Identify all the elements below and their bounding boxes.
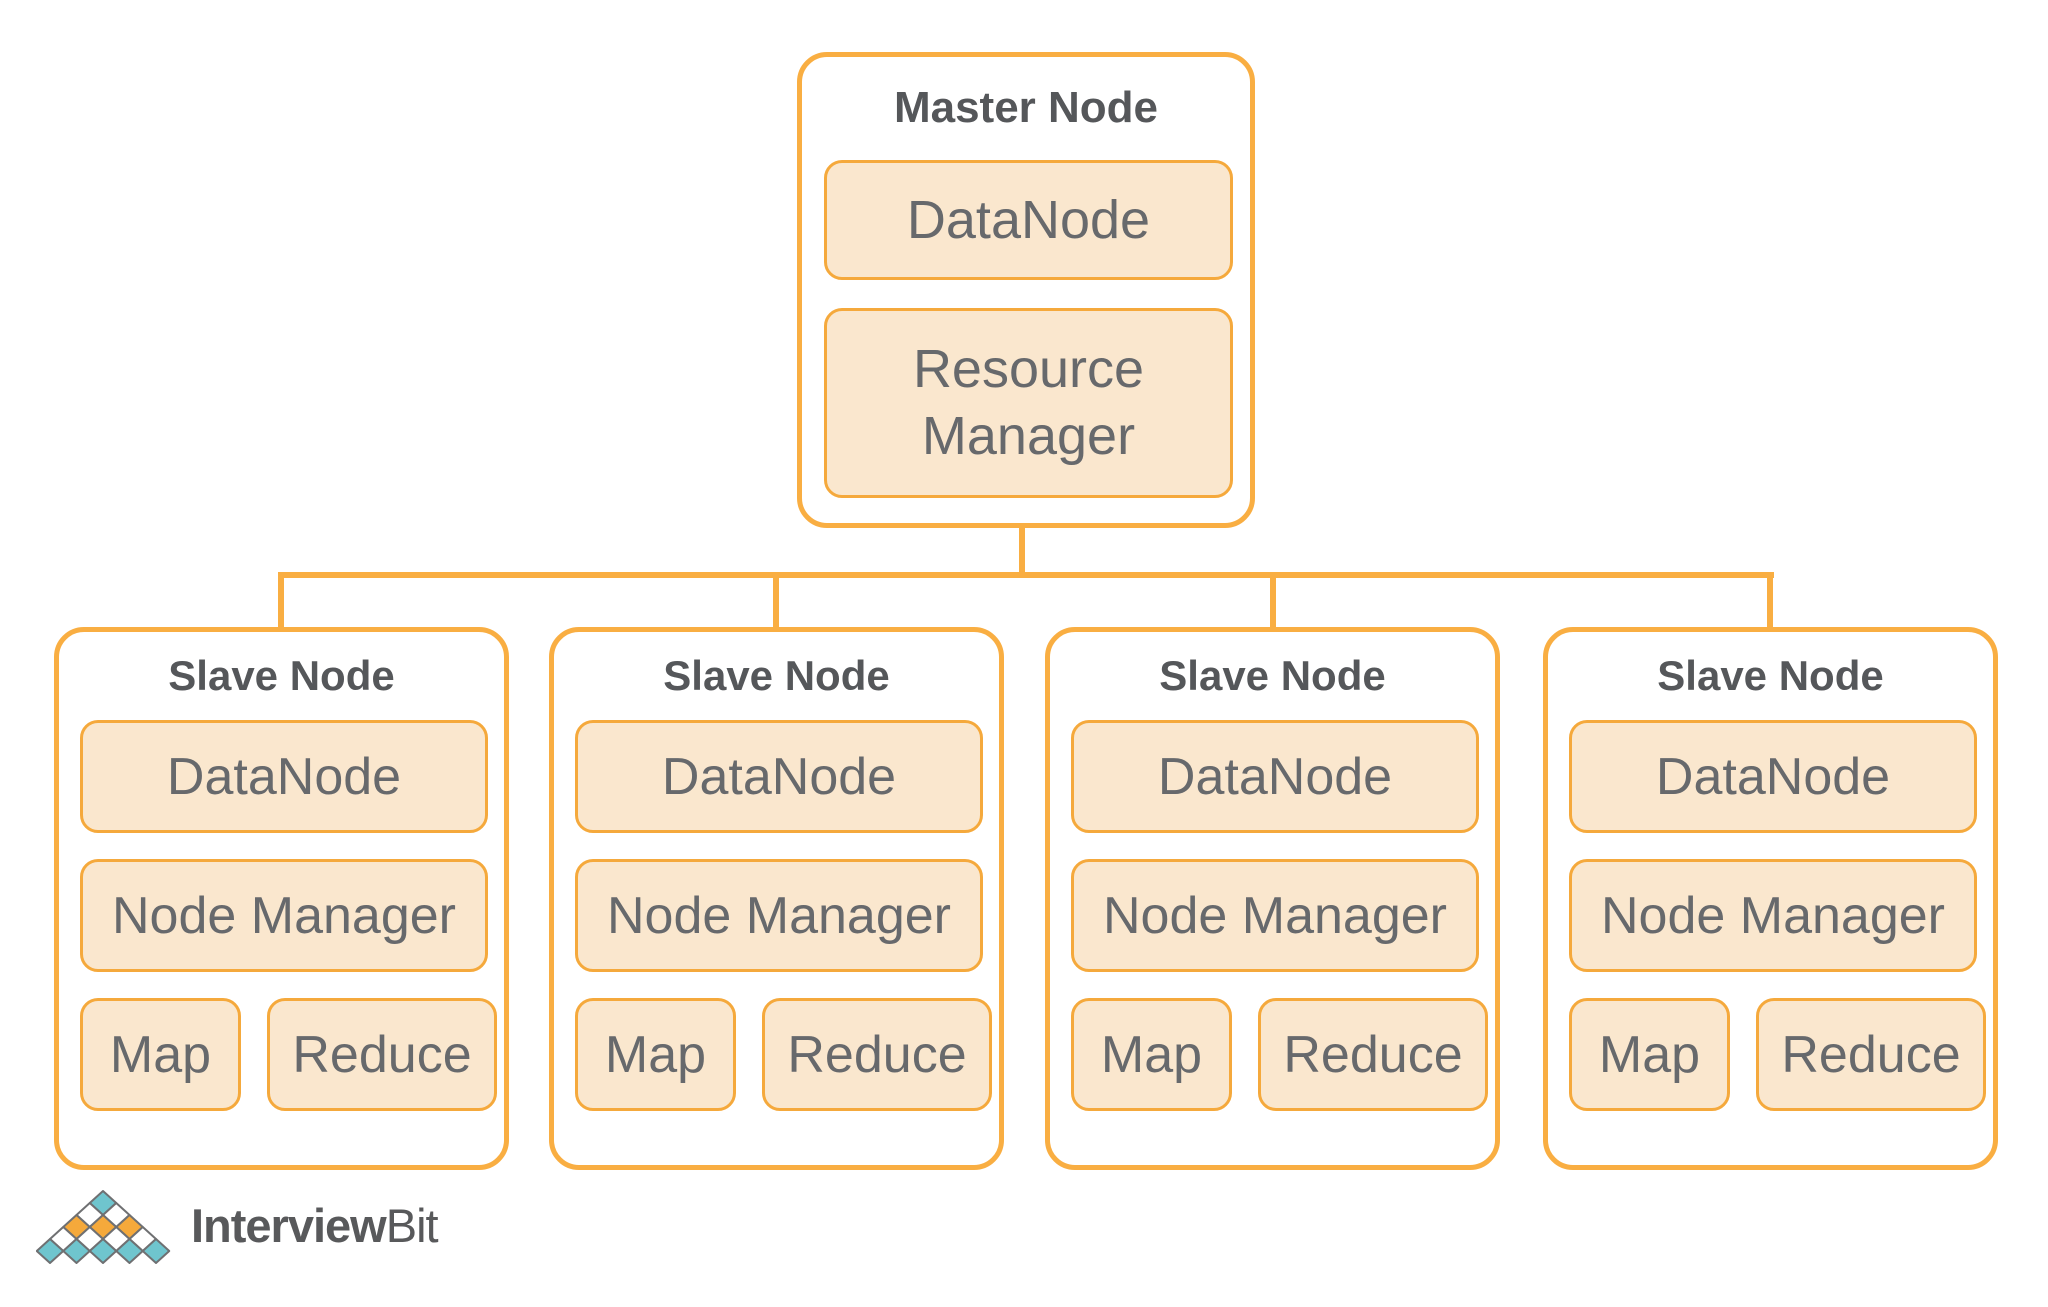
slave-node-title: Slave Node xyxy=(168,652,395,699)
slave-map-box: Map xyxy=(80,998,241,1111)
connector-drop-slave-2 xyxy=(773,576,779,629)
master-resource-manager-label: Resource Manager xyxy=(912,338,1145,467)
wordmark-interview: Interview xyxy=(191,1198,387,1252)
slave-reduce-box: Reduce xyxy=(762,998,992,1111)
connector-drop-slave-3 xyxy=(1270,576,1276,629)
slave-reduce-label: Reduce xyxy=(787,1025,967,1084)
slave-node-title: Slave Node xyxy=(1159,652,1386,699)
slave-datanode-label: DataNode xyxy=(166,747,402,806)
slave-node-box-4: Slave Node DataNode Node Manager Map Red… xyxy=(1543,627,1998,1170)
connector-master-drop xyxy=(1019,526,1025,576)
connector-drop-slave-4 xyxy=(1767,576,1773,629)
slave-reduce-box: Reduce xyxy=(1756,998,1986,1111)
slave-node-title: Slave Node xyxy=(663,652,890,699)
slave-datanode-box: DataNode xyxy=(575,720,983,833)
slave-map-box: Map xyxy=(1071,998,1232,1111)
slave-datanode-box: DataNode xyxy=(80,720,488,833)
slave-reduce-box: Reduce xyxy=(267,998,497,1111)
slave-reduce-label: Reduce xyxy=(1283,1025,1463,1084)
slave-datanode-label: DataNode xyxy=(661,747,897,806)
slave-datanode-box: DataNode xyxy=(1071,720,1479,833)
connector-horizontal-bus xyxy=(278,572,1774,578)
slave-node-manager-box: Node Manager xyxy=(1071,859,1479,972)
slave-node-box-2: Slave Node DataNode Node Manager Map Red… xyxy=(549,627,1004,1170)
slave-node-manager-label: Node Manager xyxy=(1103,886,1447,945)
slave-map-label: Map xyxy=(604,1025,707,1084)
slave-node-box-1: Slave Node DataNode Node Manager Map Red… xyxy=(54,627,509,1170)
slave-node-manager-box: Node Manager xyxy=(575,859,983,972)
slave-node-title: Slave Node xyxy=(1657,652,1884,699)
interviewbit-pyramid-icon xyxy=(36,1190,171,1264)
master-node-box: Master Node DataNode Resource Manager xyxy=(797,52,1255,528)
slave-datanode-label: DataNode xyxy=(1655,747,1891,806)
connector-drop-slave-1 xyxy=(278,576,284,629)
slave-datanode-box: DataNode xyxy=(1569,720,1977,833)
slave-datanode-label: DataNode xyxy=(1157,747,1393,806)
interviewbit-logo: InterviewBit xyxy=(36,1180,439,1270)
master-datanode-box: DataNode xyxy=(824,160,1233,280)
master-datanode-label: DataNode xyxy=(906,190,1151,250)
slave-map-label: Map xyxy=(1598,1025,1701,1084)
master-resource-manager-box: Resource Manager xyxy=(824,308,1233,498)
master-node-title: Master Node xyxy=(893,83,1159,132)
slave-reduce-label: Reduce xyxy=(292,1025,472,1084)
interviewbit-wordmark: InterviewBit xyxy=(191,1198,439,1253)
slave-map-label: Map xyxy=(1100,1025,1203,1084)
slave-node-box-3: Slave Node DataNode Node Manager Map Red… xyxy=(1045,627,1500,1170)
slave-node-manager-label: Node Manager xyxy=(1601,886,1945,945)
slave-node-manager-box: Node Manager xyxy=(80,859,488,972)
slave-reduce-label: Reduce xyxy=(1781,1025,1961,1084)
slave-node-manager-label: Node Manager xyxy=(112,886,456,945)
slave-map-label: Map xyxy=(109,1025,212,1084)
slave-map-box: Map xyxy=(575,998,736,1111)
slave-node-manager-box: Node Manager xyxy=(1569,859,1977,972)
slave-map-box: Map xyxy=(1569,998,1730,1111)
slave-reduce-box: Reduce xyxy=(1258,998,1488,1111)
slave-node-manager-label: Node Manager xyxy=(607,886,951,945)
wordmark-bit: Bit xyxy=(385,1198,439,1252)
